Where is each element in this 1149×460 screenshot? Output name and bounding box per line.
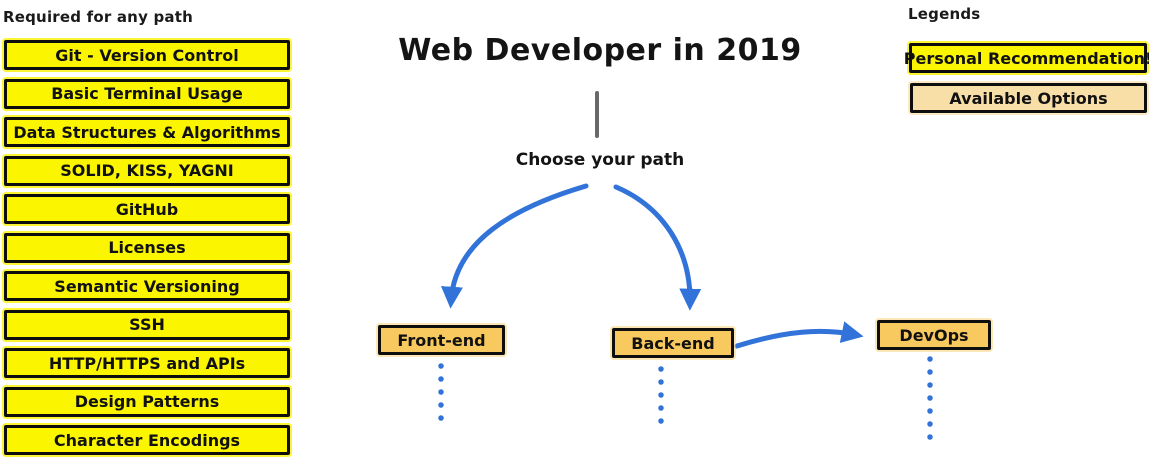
choose-path-label: Choose your path [515,150,685,170]
path-node-backend: Back-end [612,328,734,358]
required-item-git: Git - Version Control [4,40,290,70]
legend-item-personal-recommendation: Personal Recommendation! [904,43,1149,73]
trunk-connector-line [595,91,599,138]
required-item-terminal: Basic Terminal Usage [4,78,290,109]
arrow-backend-to-devops-icon [734,321,864,349]
required-item-semantic-versioning: Semantic Versioning [4,271,290,301]
arrow-to-frontend-icon [440,183,589,309]
arrow-to-backend-icon [613,184,702,311]
required-item-data-structures: Data Structures & Algorithms [4,117,290,147]
required-item-ssh: SSH [4,309,290,340]
path-node-devops: DevOps [877,320,991,350]
page-title: Web Developer in 2019 [398,33,802,68]
legend-title: Legends [908,5,981,23]
required-panel-title: Required for any path [3,8,193,26]
required-item-character-encodings: Character Encodings [4,425,290,455]
flow-arrows-layer [438,183,933,441]
required-item-github: GitHub [4,194,290,224]
required-item-design-patterns: Design Patterns [4,386,290,417]
required-item-solid-kiss-yagni: SOLID, KISS, YAGNI [4,155,290,186]
required-item-http-apis: HTTP/HTTPS and APIs [4,348,290,378]
required-item-licenses: Licenses [4,232,290,263]
legend-item-available-options: Available Options [910,83,1147,113]
path-node-frontend: Front-end [378,325,505,355]
required-panel: Git - Version Control Basic Terminal Usa… [4,40,290,455]
